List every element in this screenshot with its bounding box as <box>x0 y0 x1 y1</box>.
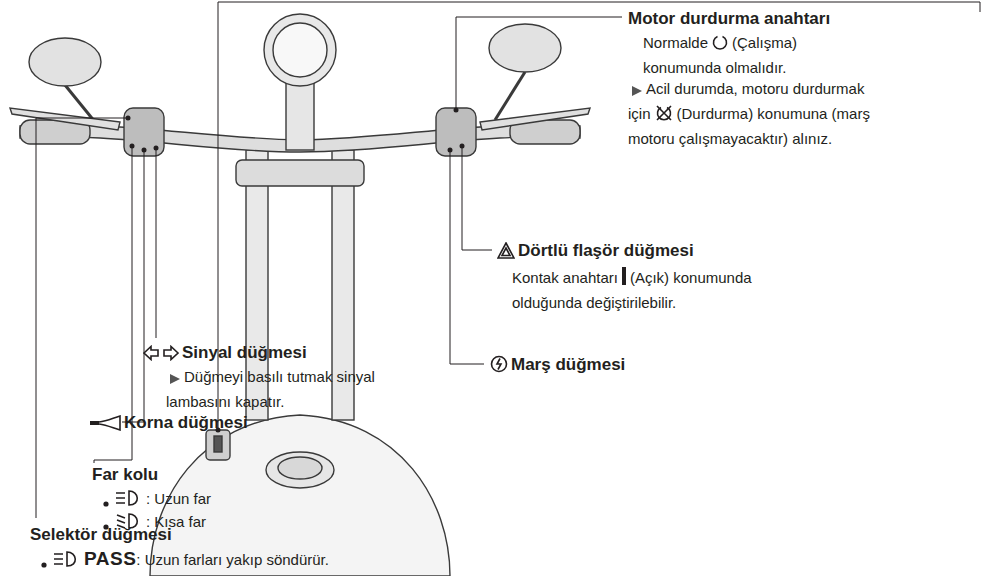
note-text-group: Düğmeyi basılı tutmak sinyal lambasını k… <box>166 366 406 413</box>
mirror-stalk-right <box>495 72 525 120</box>
switch-housing-left <box>124 108 164 156</box>
run-symbol <box>711 33 729 57</box>
leader-line <box>462 146 492 250</box>
part-name: Korna düğmesi <box>124 413 248 432</box>
leader-dot <box>454 108 459 113</box>
speedometer-stem <box>286 80 314 150</box>
high-symbol <box>115 489 143 513</box>
high-symbol <box>53 550 81 574</box>
leader-dot <box>460 144 465 149</box>
note-text-group: PASS: Uzun farları yakıp söndürür. <box>38 548 329 574</box>
part-name: Selektör düğmesi <box>30 525 172 544</box>
part-name-group: Dörtlü flaşör düğmesi <box>494 240 694 265</box>
switch-housing-right <box>436 108 476 156</box>
part-name: Marş düğmesi <box>511 355 625 374</box>
leader-dot <box>154 146 159 151</box>
part-name-group: Selektör düğmesi <box>30 524 172 546</box>
part-name: Sinyal düğmesi <box>182 343 307 362</box>
note-text: : Uzun farları yakıp söndürür. <box>136 551 329 568</box>
ignition-switch <box>206 430 230 460</box>
part-name-group: Sinyal düğmesi <box>140 342 307 367</box>
hazard-symbol <box>497 242 515 265</box>
triple-clamp <box>236 160 364 186</box>
note-text: Normalde <box>643 34 708 51</box>
note-text-group: Normalde(Çalışma) konumunda olmalıdır. <box>643 32 878 79</box>
stop-symbol <box>654 104 674 128</box>
fuel-cap-center <box>278 457 322 479</box>
lever-left <box>10 108 120 130</box>
leader-line <box>156 148 157 338</box>
leader-dot <box>448 148 453 153</box>
mirror-left <box>29 38 101 86</box>
leader-line <box>456 17 622 108</box>
fuel-cap <box>266 452 334 488</box>
leader-lines <box>36 2 980 518</box>
bullet-symbol <box>41 552 47 574</box>
signal-symbol <box>143 345 179 367</box>
bullet-symbol <box>103 491 109 513</box>
leader-line <box>450 150 484 364</box>
note-text-group: Acil durumda, motoru durdurmak için(Durd… <box>628 78 890 150</box>
horn-symbol <box>89 415 121 437</box>
key-symbol <box>621 266 627 292</box>
note-text-group: Kontak anahtarı(Açık) konumunda olduğund… <box>512 266 802 314</box>
note-text: Kontak anahtarı <box>512 269 618 286</box>
ignition-key <box>214 436 222 452</box>
note-text: PASS <box>84 548 136 569</box>
leader-dot <box>142 148 147 153</box>
leader-line <box>218 2 980 430</box>
tri-symbol <box>631 81 643 103</box>
part-name: Far kolu <box>92 465 158 484</box>
note-text: : Uzun far <box>146 490 211 507</box>
lever-right <box>480 108 590 130</box>
note-text-group: : Uzun far <box>100 488 211 513</box>
part-name-group: Korna düğmesi <box>86 412 248 437</box>
mirror-right <box>489 24 561 72</box>
bike-outline <box>10 14 590 576</box>
part-name-group: Far kolu <box>92 464 158 486</box>
tri-symbol <box>169 369 181 391</box>
starter-symbol <box>490 355 508 379</box>
note-text: Düğmeyi basılı tutmak sinyal lambasını k… <box>166 368 375 410</box>
part-name-group: Marş düğmesi <box>487 354 625 379</box>
part-name-group: Motor durdurma anahtarı <box>628 8 830 30</box>
leader-line <box>36 118 128 518</box>
leader-line <box>122 150 144 422</box>
speedometer <box>264 14 336 86</box>
leader-dot <box>126 116 131 121</box>
part-name: Dörtlü flaşör düğmesi <box>518 241 694 260</box>
leader-dot <box>130 144 135 149</box>
leader-dots <box>126 108 465 433</box>
part-name: Motor durdurma anahtarı <box>628 9 830 28</box>
speedometer-face <box>273 23 327 77</box>
